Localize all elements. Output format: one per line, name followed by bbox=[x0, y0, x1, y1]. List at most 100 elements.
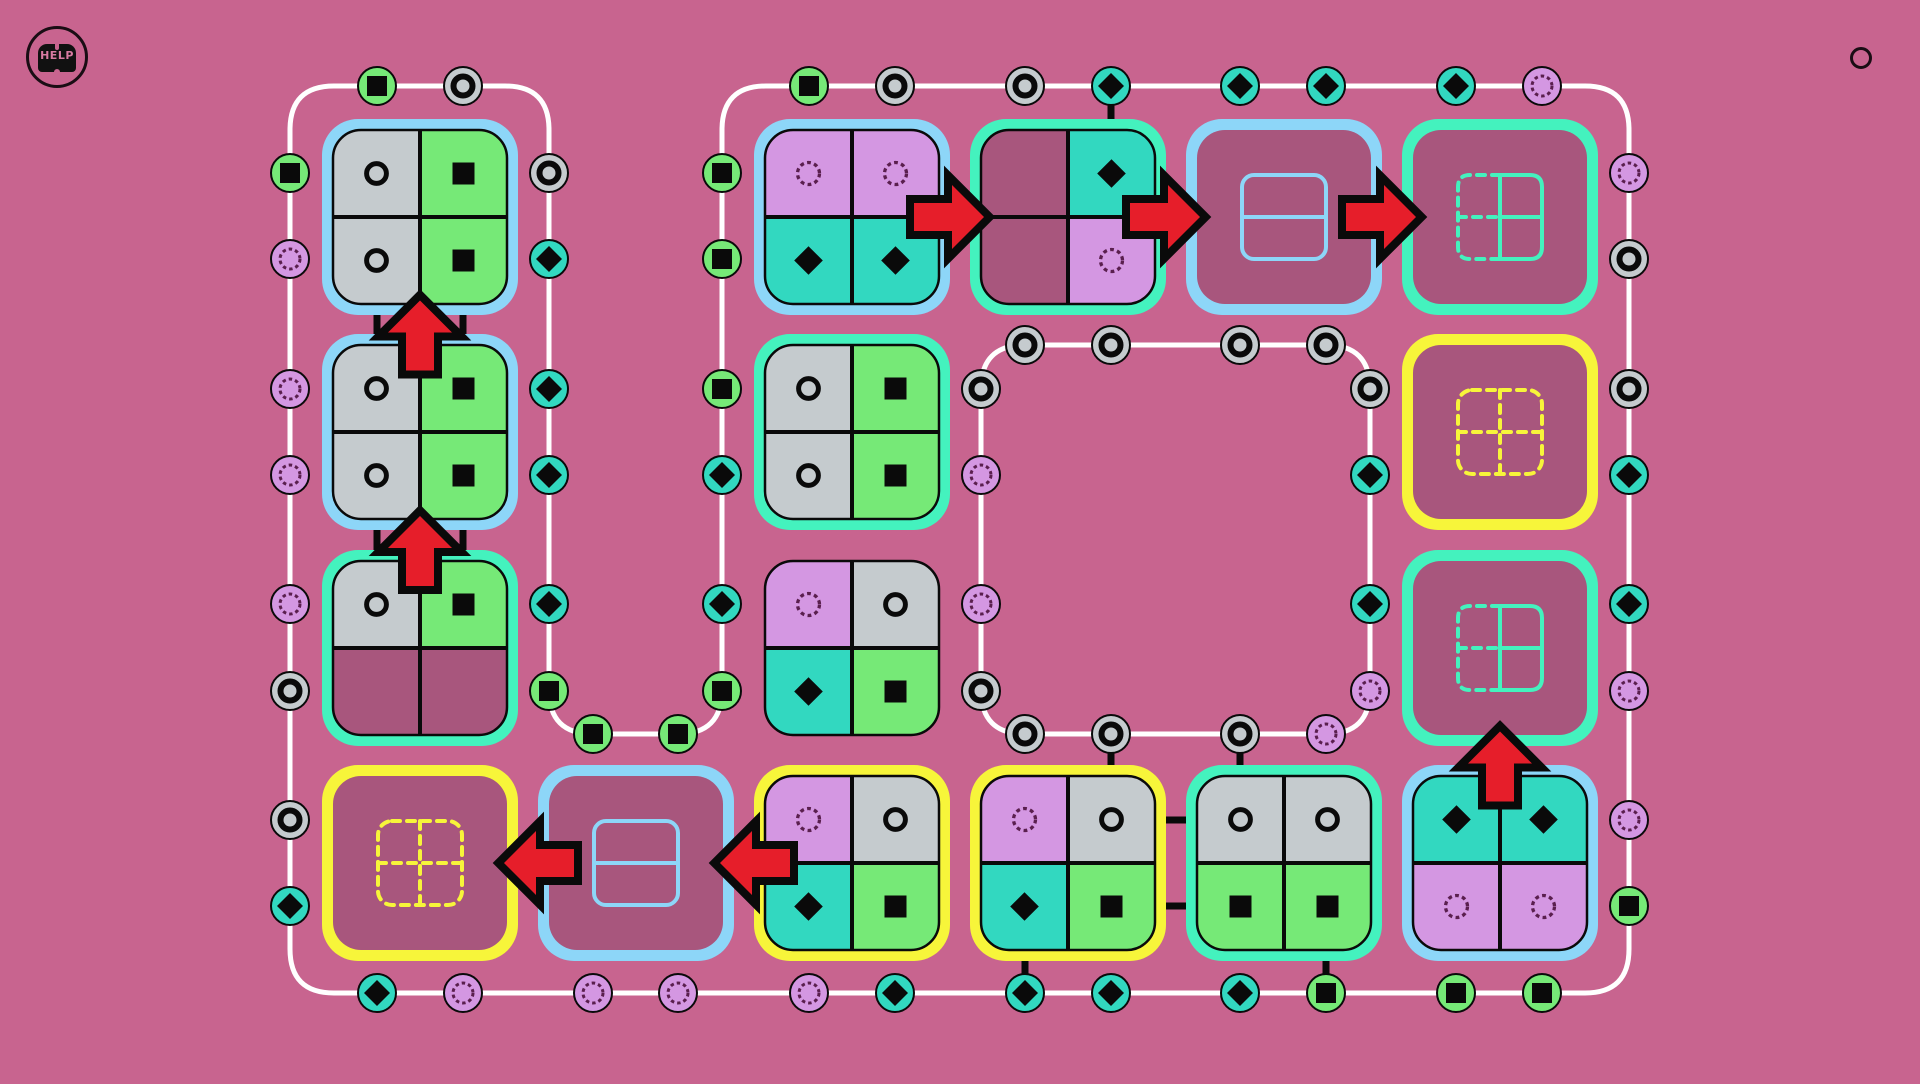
track-node-square[interactable] bbox=[573, 714, 613, 754]
track-node-diamond[interactable] bbox=[1091, 973, 1131, 1013]
track-node-ring[interactable] bbox=[270, 800, 310, 840]
track-node-dots[interactable] bbox=[1609, 153, 1649, 193]
tile-t-r1c5[interactable] bbox=[1186, 119, 1382, 315]
track-node-ring[interactable] bbox=[1609, 239, 1649, 279]
track-node-dots[interactable] bbox=[270, 369, 310, 409]
diamond-glyph bbox=[1097, 159, 1126, 188]
arrow-up-icon[interactable] bbox=[368, 504, 472, 594]
tile-t-r2c6[interactable] bbox=[1402, 334, 1598, 530]
track-node-dots[interactable] bbox=[270, 455, 310, 495]
track-node-diamond[interactable] bbox=[1350, 455, 1390, 495]
track-node-diamond[interactable] bbox=[1436, 66, 1476, 106]
arrow-right-icon[interactable] bbox=[1122, 165, 1212, 269]
track-node-diamond[interactable] bbox=[1220, 66, 1260, 106]
track-node-diamond[interactable] bbox=[875, 973, 915, 1013]
circle-menu-icon[interactable] bbox=[1850, 47, 1872, 69]
track-node-diamond[interactable] bbox=[702, 584, 742, 624]
track-node-ring[interactable] bbox=[961, 671, 1001, 711]
tile-t-r3c1[interactable] bbox=[322, 550, 518, 746]
square-symbol bbox=[1229, 895, 1252, 918]
track-node-ring[interactable] bbox=[1350, 369, 1390, 409]
track-node-square[interactable] bbox=[702, 671, 742, 711]
track-node-diamond[interactable] bbox=[529, 584, 569, 624]
track-node-dots[interactable] bbox=[270, 239, 310, 279]
tile-t-r4c6[interactable] bbox=[1402, 765, 1598, 961]
arrow-up-icon[interactable] bbox=[1448, 720, 1552, 810]
track-node-ring[interactable] bbox=[529, 153, 569, 193]
track-node-ring[interactable] bbox=[1220, 714, 1260, 754]
help-button[interactable]: HELP bbox=[26, 26, 88, 88]
track-node-diamond[interactable] bbox=[1220, 973, 1260, 1013]
arrow-right-icon[interactable] bbox=[906, 165, 996, 269]
track-node-dots[interactable] bbox=[789, 973, 829, 1013]
track-node-square[interactable] bbox=[702, 153, 742, 193]
track-node-diamond[interactable] bbox=[529, 239, 569, 279]
track-node-diamond[interactable] bbox=[1306, 66, 1346, 106]
track-node-square[interactable] bbox=[789, 66, 829, 106]
track-node-dots[interactable] bbox=[1306, 714, 1346, 754]
track-node-dots[interactable] bbox=[658, 973, 698, 1013]
track-node-dots[interactable] bbox=[270, 584, 310, 624]
track-node-square[interactable] bbox=[270, 153, 310, 193]
tile-t-r1c6[interactable] bbox=[1402, 119, 1598, 315]
track-node-square[interactable] bbox=[357, 66, 397, 106]
track-node-square[interactable] bbox=[529, 671, 569, 711]
square-glyph bbox=[1619, 896, 1639, 916]
track-node-ring[interactable] bbox=[1091, 714, 1131, 754]
track-node-ring[interactable] bbox=[270, 671, 310, 711]
track-node-ring[interactable] bbox=[1609, 369, 1649, 409]
track-node-dots[interactable] bbox=[1609, 671, 1649, 711]
track-node-dots[interactable] bbox=[961, 455, 1001, 495]
track-node-ring[interactable] bbox=[1091, 325, 1131, 365]
track-node-ring[interactable] bbox=[1005, 66, 1045, 106]
track-node-diamond[interactable] bbox=[1350, 584, 1390, 624]
arrow-up-icon[interactable] bbox=[368, 289, 472, 379]
track-node-diamond[interactable] bbox=[1005, 973, 1045, 1013]
arrow-right-icon[interactable] bbox=[1338, 165, 1428, 269]
track-node-diamond[interactable] bbox=[702, 455, 742, 495]
track-node-diamond[interactable] bbox=[1091, 66, 1131, 106]
track-node-diamond[interactable] bbox=[270, 886, 310, 926]
arrow-left-icon[interactable] bbox=[492, 811, 582, 915]
tile-t-r4c5[interactable] bbox=[1186, 765, 1382, 961]
track-node-dots[interactable] bbox=[1609, 800, 1649, 840]
track-node-ring[interactable] bbox=[1306, 325, 1346, 365]
track-node-square[interactable] bbox=[1436, 973, 1476, 1013]
track-node-ring[interactable] bbox=[1005, 714, 1045, 754]
tile-t-r2c3[interactable] bbox=[754, 334, 950, 530]
tile-t-r4c2[interactable] bbox=[538, 765, 734, 961]
track-node-ring[interactable] bbox=[443, 66, 483, 106]
tile-t-r4c3[interactable] bbox=[754, 765, 950, 961]
track-node-square[interactable] bbox=[702, 369, 742, 409]
ring-glyph bbox=[1616, 246, 1642, 272]
track-node-ring[interactable] bbox=[961, 369, 1001, 409]
track-node-diamond[interactable] bbox=[1609, 455, 1649, 495]
track-node-dots[interactable] bbox=[1350, 671, 1390, 711]
track-node-diamond[interactable] bbox=[1609, 584, 1649, 624]
track-node-dots[interactable] bbox=[443, 973, 483, 1013]
track-node-ring[interactable] bbox=[1005, 325, 1045, 365]
track-node-square[interactable] bbox=[1522, 973, 1562, 1013]
square-symbol bbox=[452, 593, 475, 616]
tile-t-r4c1[interactable] bbox=[322, 765, 518, 961]
track-node-dots[interactable] bbox=[573, 973, 613, 1013]
track-node-diamond[interactable] bbox=[357, 973, 397, 1013]
track-node-ring[interactable] bbox=[875, 66, 915, 106]
arrow-left-icon[interactable] bbox=[708, 811, 798, 915]
tile-t-r1c3[interactable] bbox=[754, 119, 950, 315]
tile-t-r3c3[interactable] bbox=[763, 559, 941, 737]
track-node-dots[interactable] bbox=[1522, 66, 1562, 106]
tile-t-r1c1[interactable] bbox=[322, 119, 518, 315]
track-node-square[interactable] bbox=[658, 714, 698, 754]
track-node-square[interactable] bbox=[1306, 973, 1346, 1013]
track-node-square[interactable] bbox=[1609, 886, 1649, 926]
track-node-dots[interactable] bbox=[961, 584, 1001, 624]
track-node-square[interactable] bbox=[702, 239, 742, 279]
track-node-diamond[interactable] bbox=[529, 369, 569, 409]
track-node-ring[interactable] bbox=[1220, 325, 1260, 365]
tile-t-r4c4[interactable] bbox=[970, 765, 1166, 961]
tile-t-r1c4[interactable] bbox=[970, 119, 1166, 315]
tile-t-r3c6[interactable] bbox=[1402, 550, 1598, 746]
track-node-diamond[interactable] bbox=[529, 455, 569, 495]
quadrant-top-left bbox=[765, 345, 852, 432]
